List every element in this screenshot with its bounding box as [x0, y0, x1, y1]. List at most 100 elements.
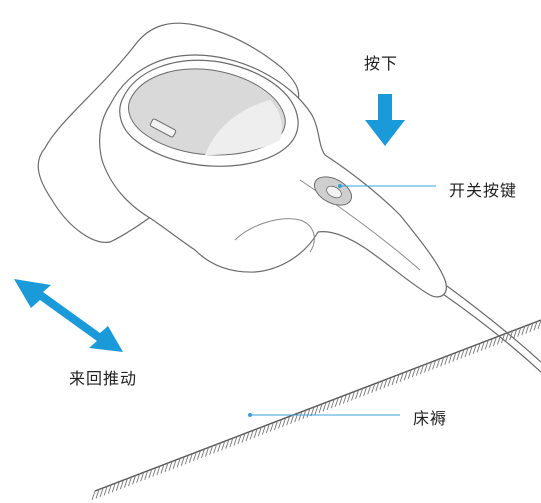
mattress-fiber — [460, 349, 465, 359]
mattress-fiber — [184, 455, 189, 465]
mattress-fiber — [99, 487, 104, 498]
mattress-fiber — [156, 465, 161, 476]
mattress-fiber — [363, 386, 368, 396]
mattress-fiber — [415, 366, 420, 376]
mattress-fiber — [452, 352, 457, 362]
mattress-fiber — [229, 438, 234, 448]
mattress-fiber — [132, 475, 136, 485]
mattress-fiber — [379, 380, 384, 390]
mattress-fiber — [411, 368, 416, 378]
mattress-fiber — [91, 490, 96, 501]
mattress-fiber — [444, 355, 449, 365]
mattress-fiber — [334, 397, 339, 407]
mattress-fiber — [298, 411, 303, 421]
mattress-fiber — [347, 392, 351, 403]
mattress-fiber — [152, 467, 157, 477]
mattress-fiber — [217, 442, 222, 452]
mattress-fiber — [387, 377, 392, 387]
mattress-fiber — [428, 361, 432, 372]
body-contour-2 — [234, 218, 315, 253]
mattress-fiber — [176, 458, 181, 468]
mattress-surface — [91, 319, 541, 501]
mattress-fiber — [330, 399, 335, 409]
mattress-fiber — [103, 486, 108, 496]
mattress-fiber — [517, 327, 522, 337]
mattress-fiber — [355, 389, 359, 400]
mattress-fiber — [448, 354, 453, 364]
mattress-fiber — [233, 436, 238, 446]
mattress-fiber — [115, 481, 120, 491]
mattress-fiber — [209, 445, 214, 456]
mattress-fiber — [476, 343, 481, 353]
mattress-fiber — [265, 424, 270, 434]
mattress-fiber — [278, 419, 282, 429]
mattress-fiber — [160, 464, 165, 474]
mattress-fiber — [196, 450, 201, 460]
mattress-fiber — [128, 476, 132, 487]
dust-cup-latch — [149, 118, 177, 138]
mattress-fiber — [269, 422, 274, 432]
mattress-fiber — [213, 444, 218, 454]
mattress-fiber — [436, 358, 441, 369]
mattress-fiber — [164, 462, 169, 473]
power-button-label: 开关按键 — [449, 181, 518, 200]
mattress-fiber — [286, 416, 291, 426]
mattress-fiber — [367, 385, 372, 395]
mattress-fiber — [140, 472, 145, 482]
mattress-fiber — [172, 459, 177, 470]
mattress-fiber — [290, 414, 295, 424]
mattress-fiber — [338, 396, 343, 406]
mattress-fiber — [205, 447, 209, 457]
mattress-label: 床褥 — [413, 409, 448, 428]
mattress-fiber — [274, 420, 278, 431]
mattress-fiber — [440, 357, 445, 367]
mattress-fiber — [419, 364, 424, 375]
power-button-leader-dot — [338, 184, 342, 188]
mattress-fiber — [257, 427, 262, 437]
mattress-fiber — [168, 461, 173, 471]
mattress-fiber — [192, 451, 197, 462]
mattress-fiber — [253, 428, 258, 438]
mattress-fiber — [306, 408, 311, 418]
press-label: 按下 — [364, 54, 399, 73]
mattress-fiber — [124, 478, 128, 488]
power-cord — [439, 285, 541, 373]
mattress-fiber — [326, 400, 331, 410]
mattress-fiber — [241, 433, 246, 443]
mattress-fiber — [107, 484, 112, 494]
mattress-fiber — [249, 430, 254, 440]
down-arrow-icon — [365, 94, 405, 146]
mattress-fiber — [148, 469, 153, 479]
mattress-fiber — [359, 388, 364, 398]
mattress-fiber — [464, 347, 469, 358]
mattress-fiber — [314, 405, 319, 415]
double-arrow-icon — [14, 279, 123, 352]
mattress-fiber — [342, 394, 347, 404]
mattress-fiber — [119, 479, 124, 490]
mattress-fiber — [395, 374, 400, 384]
mattress-fiber — [521, 326, 526, 336]
mattress-fiber — [282, 417, 286, 428]
mattress-fiber — [403, 371, 408, 381]
dust-cup-highlight — [205, 100, 282, 155]
mattress-fiber — [95, 489, 100, 499]
mattress-fiber — [351, 391, 355, 401]
mattress-fiber — [432, 360, 437, 370]
mattress-fiber — [525, 324, 530, 334]
mattress-fiber — [261, 425, 266, 435]
mattress-fiber — [529, 322, 534, 333]
mattress-fiber — [225, 439, 230, 449]
mattress-fiber — [322, 402, 327, 412]
mattress-fiber — [221, 441, 226, 451]
body-contour — [299, 179, 421, 271]
mattress-fiber — [188, 453, 193, 463]
mattress-fiber — [111, 483, 116, 493]
mattress-fiber — [237, 434, 242, 445]
mattress-fiber — [472, 344, 477, 355]
mattress-fiber — [391, 375, 396, 386]
push-back-forth-label: 来回推动 — [69, 369, 138, 388]
mattress-fiber — [468, 346, 473, 356]
mattress-fiber — [488, 338, 493, 348]
